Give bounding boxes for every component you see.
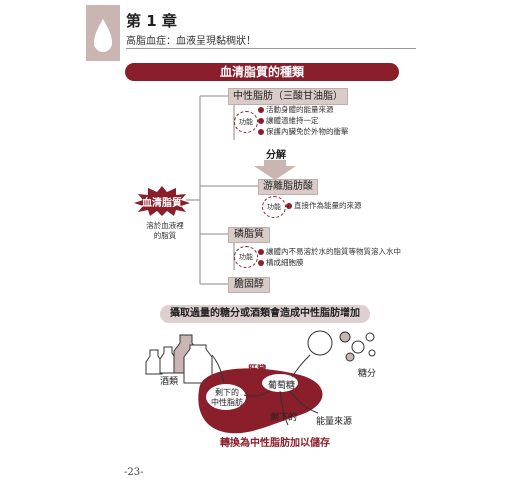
chol-label: 膽固醇 [228,277,270,293]
center-starburst [134,186,190,216]
glucose-bubble [262,374,298,392]
split-label: 分解 [266,150,286,161]
leftover-bubble [206,384,246,410]
center-desc-1: 溶於血液裡 [146,221,184,230]
glucose-label: 葡萄糖 [268,381,296,391]
bottle-icons [145,334,213,384]
tg-label: 中性脂肪（三酸甘油脂） [228,88,348,105]
tree-lines [186,95,296,285]
tg-item-1: 活動身體的能量來源 [258,104,334,115]
page-number: -23- [124,467,144,478]
down-arrow-icon [254,160,296,180]
section-banner: 血清脂質的種類 [125,63,399,81]
liver-label: 肝臟 [248,365,267,375]
ffa-item-1: 直接作為能量的來源 [286,200,362,211]
header-divider [126,48,416,49]
energy-label: 能量來源 [316,417,353,427]
leftover-tg-label: 剩下的 中性脂肪 [211,388,243,407]
pl-item-1: 讓體內不易溶於水的脂質等物質溶入水中 [258,246,401,257]
chapter-subtitle: 高脂血症：血液呈現黏稠狀！ [126,36,256,47]
pl-item-2: 構成細胞膜 [258,257,304,268]
chapter-title: 第 1 章 [126,12,177,30]
center-title: 血清脂質 [142,198,182,209]
conclusion-label: 轉換為中性脂肪加以儲存 [220,438,330,449]
tg-item-3: 保護內臟免於外物的衝擊 [258,126,349,137]
center-desc-2: 的脂質 [153,231,177,240]
pl-label: 磷脂質 [228,227,270,243]
chapter-tab [86,5,120,61]
sugar-label: 糖分 [358,369,377,379]
sugar-icons [307,330,376,362]
ffa-func-circle: 功能 [262,196,286,218]
drop-icon [94,19,112,52]
leftover-label: 剩下的 [270,413,298,423]
alcohol-label: 酒類 [160,377,179,387]
tg-func-circle: 功能 [234,111,258,133]
bottom-illustration [145,330,376,434]
bottom-banner: 攝取過量的糖分或酒類會造成中性脂肪增加 [160,305,370,323]
pl-func-circle: 功能 [234,246,258,268]
tg-item-2: 讓體溫維持一定 [258,115,319,126]
ffa-label: 游離脂肪酸 [258,179,318,195]
